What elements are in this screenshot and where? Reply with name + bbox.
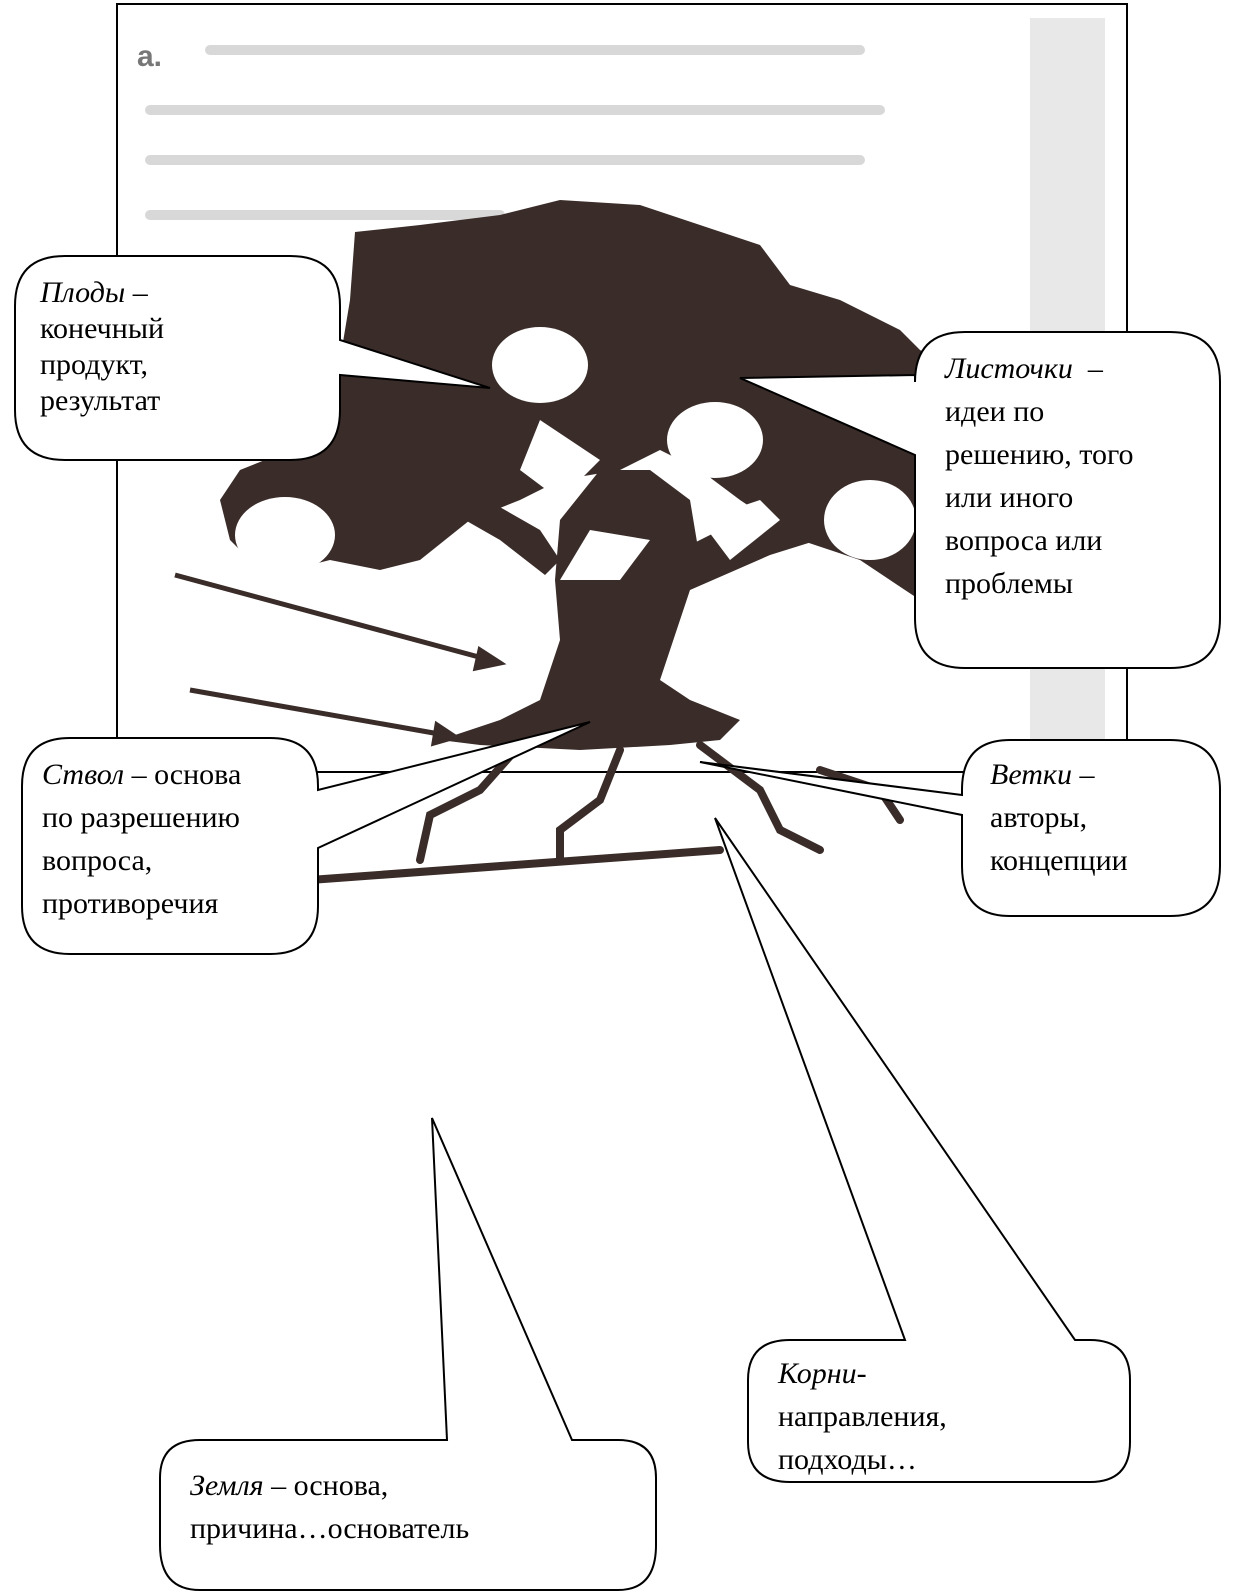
- fruit: [235, 497, 335, 573]
- figure-corner-mark: a.: [137, 40, 162, 73]
- fruit: [667, 402, 763, 478]
- fruit: [492, 327, 588, 403]
- fruit: [824, 480, 916, 560]
